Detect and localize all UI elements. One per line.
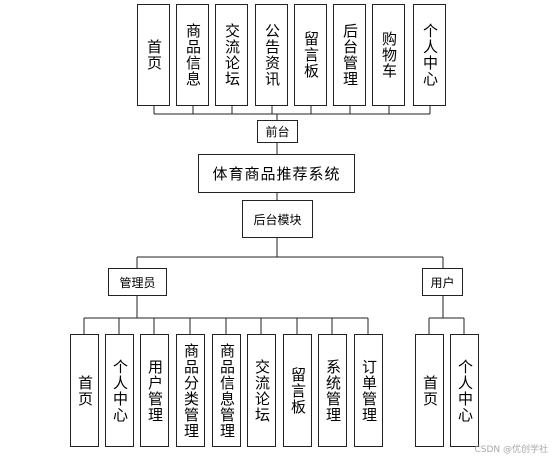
admin-module-user-management: 用户管理	[140, 334, 169, 447]
back-module-node: 后台模块	[242, 200, 313, 238]
admin-module-message-board: 留言板	[283, 334, 312, 447]
admin-module-product-management: 商品信息管理	[212, 334, 241, 447]
admin-node: 管理员	[108, 268, 167, 296]
admin-module-system-management: 系统管理	[318, 334, 347, 447]
admin-module-home: 首页	[70, 334, 99, 447]
front-node: 前台	[257, 120, 298, 143]
admin-module-order-management: 订单管理	[354, 334, 383, 447]
front-module-personal-center: 个人中心	[413, 4, 446, 106]
front-module-forum: 交流论坛	[215, 4, 248, 106]
front-module-message-board: 留言板	[294, 4, 327, 106]
user-node: 用户	[422, 268, 463, 296]
user-module-personal-center: 个人中心	[450, 334, 479, 447]
user-module-home: 首页	[415, 334, 444, 447]
front-module-announcements: 公告资讯	[255, 4, 288, 106]
admin-module-forum: 交流论坛	[247, 334, 276, 447]
front-module-backend-admin: 后台管理	[333, 4, 366, 106]
front-module-home: 首页	[137, 4, 170, 106]
front-module-cart: 购物车	[372, 4, 405, 106]
front-module-product-info: 商品信息	[176, 4, 209, 106]
admin-module-category-management: 商品分类管理	[176, 334, 205, 447]
admin-module-personal-center: 个人中心	[105, 334, 134, 447]
watermark: CSDN @优创学社	[474, 445, 548, 455]
system-root-node: 体育商品推荐系统	[198, 154, 355, 193]
